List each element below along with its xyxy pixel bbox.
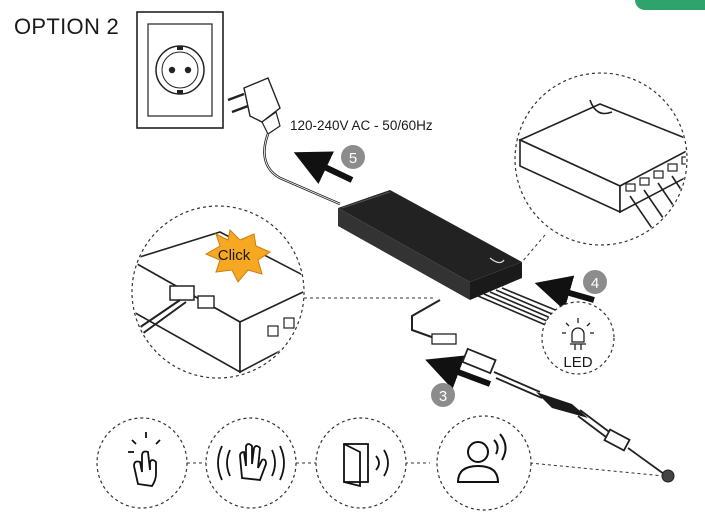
- door-sensor-icon: [343, 443, 389, 488]
- step3-number: 3: [439, 388, 447, 405]
- step3-arrow: [425, 355, 492, 390]
- click-label: Click: [218, 247, 251, 264]
- wall-socket: [136, 11, 224, 129]
- wave-hand-sensor-icon: [217, 443, 285, 481]
- click-connector-zoom: [131, 205, 305, 379]
- step4-number: 4: [591, 275, 599, 292]
- presence-sensor-icon: [456, 433, 507, 483]
- sensor-cable: [461, 347, 665, 475]
- step3-badge: 3: [431, 383, 455, 407]
- step4-badge: 4: [583, 270, 607, 294]
- step5-arrow: [293, 151, 354, 184]
- led-label: LED: [563, 354, 592, 371]
- corner-tab: [635, 0, 705, 10]
- sensor-connector: [431, 333, 457, 345]
- led-icon: [562, 318, 594, 350]
- step4-arrow: [534, 275, 595, 311]
- click-burst: Click: [204, 228, 272, 283]
- step5-badge: 5: [341, 145, 365, 169]
- page-title: OPTION 2: [14, 14, 120, 39]
- led-driver-box: [338, 190, 522, 300]
- voltage-label: 120-240V AC - 50/60Hz: [290, 118, 433, 133]
- led-callout: LED: [541, 301, 615, 375]
- power-plug: [227, 77, 281, 135]
- driver-outputs-zoom: [514, 72, 688, 246]
- sensor-module: [536, 392, 588, 418]
- step5-number: 5: [349, 150, 357, 167]
- sensor-options-row: [96, 415, 665, 511]
- touch-sensor-icon: [128, 432, 161, 487]
- sensor-lead: [411, 299, 441, 341]
